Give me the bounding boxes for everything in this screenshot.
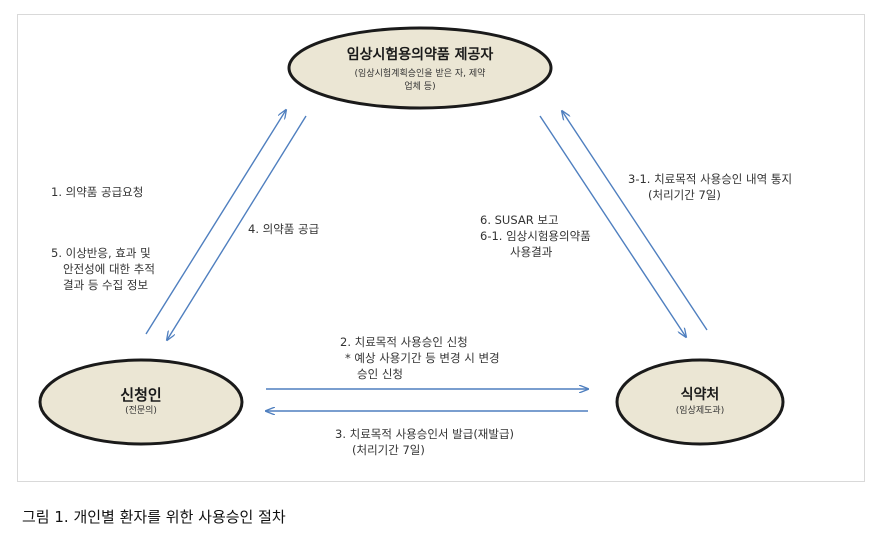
supplier-subtitle-line2: 업체 등) — [404, 82, 436, 92]
label-step4: 4. 의약품 공급 — [248, 222, 320, 236]
arrow-drug-supply — [167, 115, 307, 340]
label-step2-line2: * 예상 사용기간 등 변경 시 변경 — [345, 351, 500, 365]
applicant-title: 신청인 — [120, 386, 162, 404]
label-step2-line3: 승인 신청 — [357, 367, 403, 381]
label-step31-line2: (처리기간 7일) — [648, 188, 721, 202]
supplier-node — [287, 26, 553, 110]
figure-caption: 그림 1. 개인별 환자를 위한 사용승인 절차 — [22, 508, 286, 526]
mfds-title: 식약처 — [680, 387, 720, 403]
label-step6-line1: 6. SUSAR 보고 — [480, 213, 559, 227]
label-step6-line2: 6-1. 임상시험용의약품 — [480, 229, 591, 243]
supplier-subtitle-line1: (임상시험계획승인을 받은 자, 제약 — [354, 69, 486, 79]
label-step1: 1. 의약품 공급요청 — [51, 185, 144, 199]
label-step5-line1: 5. 이상반응, 효과 및 — [51, 246, 151, 260]
arrow-susar-report — [539, 115, 686, 337]
label-step5-line2: 안전성에 대한 추적 — [63, 262, 155, 276]
arrow-supply-request — [145, 110, 286, 335]
mfds-subtitle: (임상제도과) — [675, 406, 725, 416]
arrow-notification — [562, 111, 708, 331]
label-step3-line1: 3. 치료목적 사용승인서 발급(재발급) — [335, 427, 515, 441]
supplier-title: 임상시험용의약품 제공자 — [346, 47, 494, 63]
label-step6-line3: 사용결과 — [510, 245, 553, 259]
label-step2-line1: 2. 치료목적 사용승인 신청 — [340, 335, 468, 349]
applicant-subtitle: (전문의) — [125, 406, 157, 416]
label-step5-line3: 결과 등 수집 정보 — [63, 278, 149, 292]
applicant-node — [38, 358, 244, 446]
label-step3-line2: (처리기간 7일) — [352, 443, 425, 457]
label-step31-line1: 3-1. 치료목적 사용승인 내역 통지 — [628, 172, 793, 186]
mfds-node — [615, 358, 785, 446]
